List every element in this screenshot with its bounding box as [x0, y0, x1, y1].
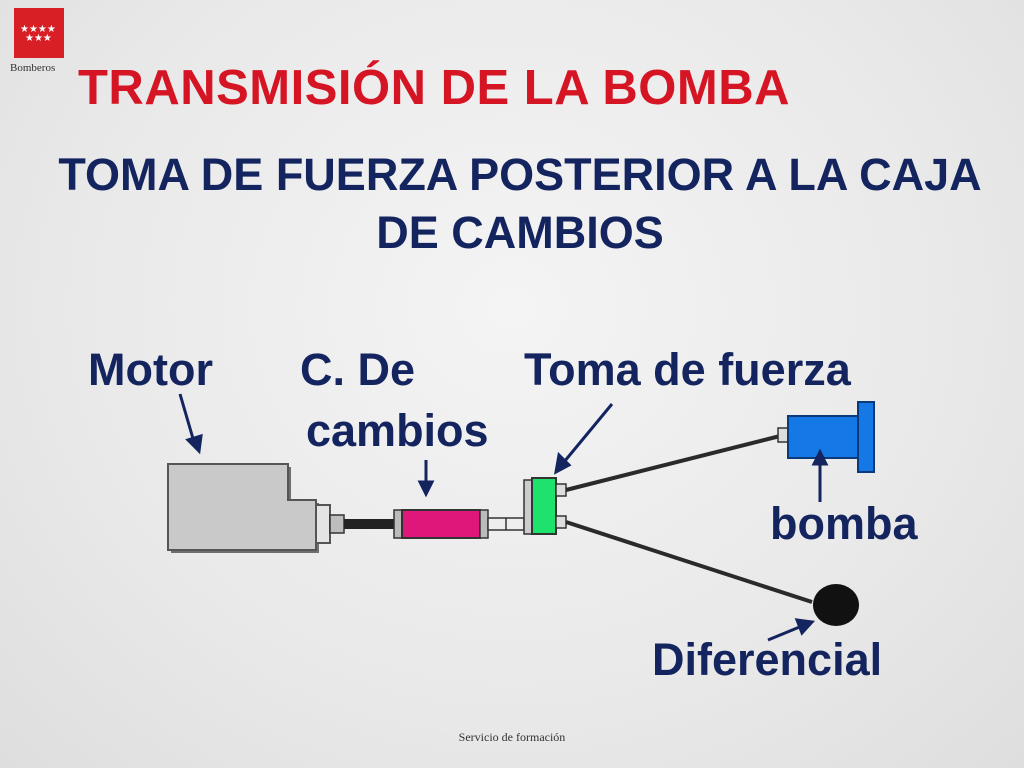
- coupling-1: [329, 514, 345, 534]
- footer-text: Servicio de formación: [458, 730, 566, 744]
- shaft-1: [344, 519, 394, 529]
- driveline-diferencial: [565, 520, 813, 604]
- arrow-diferencial: [767, 618, 816, 642]
- motor-block: [167, 463, 331, 553]
- slide-subtitle: TOMA DE FUERZA POSTERIOR A LA CAJA DE CA…: [58, 149, 982, 258]
- toma-fuerza-block: [523, 477, 567, 535]
- slide-title: TRANSMISIÓN DE LA BOMBA: [78, 61, 790, 115]
- comunidad-madrid-logo: ★★★★ ★★★: [14, 8, 64, 58]
- label-caja-line1: C. De: [300, 344, 416, 395]
- arrow-bomba: [811, 448, 829, 502]
- logo-caption: Bomberos: [10, 62, 56, 74]
- label-diferencial: Diferencial: [652, 634, 883, 685]
- bomba-block: [777, 401, 875, 473]
- caja-cambios-block: [393, 509, 489, 539]
- stars-icon: ★★★★ ★★★: [20, 24, 56, 44]
- label-motor: Motor: [88, 344, 213, 395]
- svg-text:★★★: ★★★: [25, 33, 52, 44]
- arrow-motor: [178, 393, 203, 455]
- label-caja-line2: cambios: [306, 405, 489, 456]
- label-bomba: bomba: [770, 498, 918, 549]
- arrow-caja: [417, 460, 435, 498]
- label-toma-fuerza: Toma de fuerza: [524, 344, 851, 395]
- driveline-bomba: [565, 434, 781, 492]
- diferencial-block: [813, 584, 859, 626]
- arrow-toma: [553, 403, 614, 475]
- svg-text:★★★★: ★★★★: [20, 24, 56, 35]
